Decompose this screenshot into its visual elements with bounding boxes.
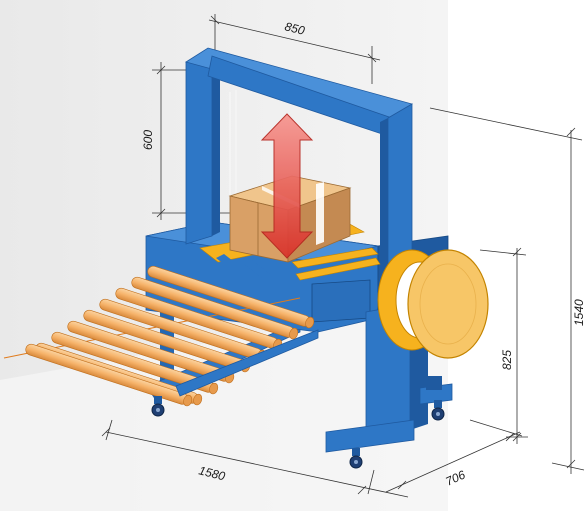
caster-wheel-icon <box>431 400 445 421</box>
roller-front-rail <box>175 329 319 397</box>
dimension-label-inner-height: 600 <box>141 130 155 150</box>
roller <box>147 265 315 329</box>
dimension-label-length: 1580 <box>197 463 227 483</box>
dimension-label-table-height: 825 <box>500 350 514 370</box>
roller <box>131 276 299 340</box>
dimension-label-overall-height: 1540 <box>572 299 586 326</box>
double-headed-vertical-arrow-icon <box>260 113 314 259</box>
caster-wheel-icon <box>349 448 363 469</box>
caster-wheel-icon <box>151 396 165 417</box>
strap-reel <box>377 249 489 359</box>
background-fade <box>0 300 448 511</box>
dimension-label-top-width: 850 <box>283 19 306 38</box>
roller <box>51 331 219 395</box>
arch-frame <box>185 47 413 267</box>
dimension-lines <box>101 14 585 498</box>
roller <box>25 343 193 407</box>
